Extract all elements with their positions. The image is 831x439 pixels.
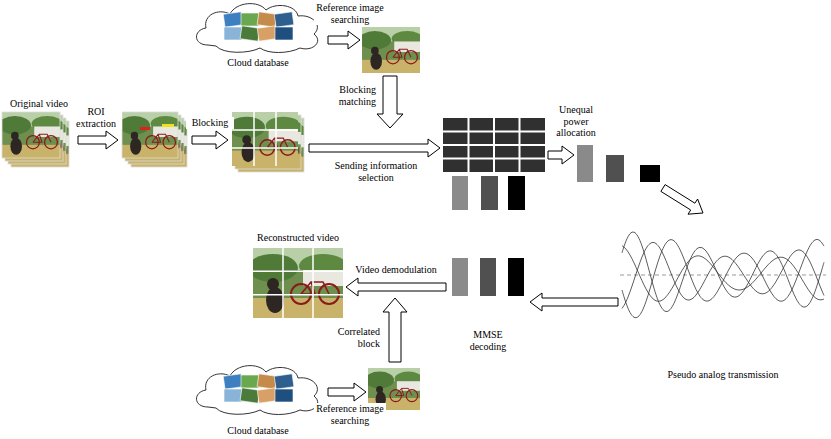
illustration-layer [548,146,574,164]
node-layer [253,248,343,318]
block-arrow [346,278,446,296]
illustration-layer [577,145,593,182]
decoded-bars: MMSE decoding [446,252,530,352]
node-layer [274,374,294,389]
video-frames: Original video [2,98,76,176]
node-layer [257,12,277,27]
video-frames-shape [2,98,76,176]
node-layer [224,389,242,402]
step-label: Correlated block [330,326,380,349]
node-caption: Reconstructed video [256,232,340,244]
illustration-layer [377,76,403,128]
illustration-layer [359,27,423,73]
step-label: Unequal power allocation [546,104,606,139]
illustration-layer [119,112,181,158]
node-layer [622,242,824,308]
node-layer [240,388,260,403]
illustration-layer [78,131,118,149]
cloud-database: Cloud database [188,0,328,68]
illustration-layer [162,124,174,127]
edge-label: Video demodulation [355,264,436,276]
node-layer [480,258,496,296]
analog-wave: Pseudo analog transmission [618,222,828,380]
illustration-layer [122,112,178,158]
node-caption: Pseudo analog transmission [666,369,779,381]
node-layer [622,232,824,312]
step-label: Reference image searching [314,403,386,426]
node-layer [223,12,243,27]
node-layer [2,112,60,158]
node-layer [622,246,824,302]
illustration-layer [228,112,301,166]
illustration-layer [328,383,366,401]
illustration-layer [508,176,525,210]
node-layer [224,27,242,40]
reference-image [359,27,423,73]
node-layer [508,258,524,296]
node-layer [257,374,277,389]
coefficient-matrix [443,118,545,172]
step-label: Blocking matching [326,84,376,107]
node-layer [241,375,259,388]
block-arrow [78,31,703,401]
step-label: Blocking [186,117,234,129]
node-caption: Cloud database [226,57,289,69]
illustration-layer [383,298,407,362]
node-layer [196,366,317,415]
illustration-layer [661,185,703,215]
node-layer [257,388,277,403]
roi-frames [119,112,190,167]
node-layer [0,112,63,158]
illustration-layer [640,165,660,182]
illustration-layer [606,155,624,182]
chunk-bars [452,176,525,210]
node-caption: MMSE decoding [462,329,514,352]
video-frame: Reconstructed video [250,232,346,322]
illustration-layer [140,127,150,130]
illustration-layer [192,131,228,149]
illustration-layer [328,31,360,49]
analog-wave-shape [618,222,828,380]
step-label: Reference image searching [314,2,386,25]
illustration-layer [232,112,298,166]
video-frame-shape [250,232,346,322]
node-caption: Cloud database [226,425,289,437]
step-label: ROI extraction [70,106,122,129]
node-layer [452,258,468,296]
illustration-layer [443,118,545,172]
illustration-layer [452,176,468,210]
node-layer [196,4,317,53]
node-layer [241,13,259,26]
node-layer [240,26,260,41]
block-arrow [530,293,618,311]
node-layer [274,12,294,27]
node-layer [223,374,243,389]
cloud-database: Cloud database [188,362,328,436]
node-layer [248,248,347,318]
blocked-frames [228,112,307,172]
node-layer [196,366,317,415]
node-layer [620,275,826,276]
step-label: Sending information selection [320,160,432,183]
illustration-layer [443,118,545,172]
scaled-bars [577,145,660,182]
node-caption: Original video [9,98,69,110]
node-layer [257,26,277,41]
node-layer [275,27,293,40]
node-layer [275,389,293,402]
illustration-layer [309,139,440,157]
illustration-layer [481,176,498,210]
node-layer [622,239,824,317]
node-layer [196,4,317,53]
